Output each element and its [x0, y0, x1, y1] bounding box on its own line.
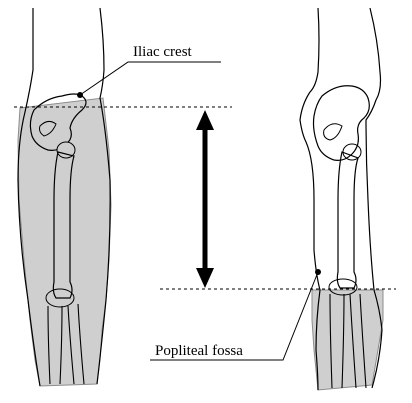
left-leg: [18, 8, 111, 386]
iliac-crest-label: Iliac crest: [133, 44, 193, 60]
popliteal-fossa-label: Popliteal fossa: [155, 343, 243, 359]
right-pelvis-inner: [324, 124, 342, 140]
right-leg: [300, 8, 383, 390]
arrow-head-up: [196, 110, 214, 130]
arrow-head-down: [196, 268, 214, 288]
right-lower-leg-shading: [312, 290, 383, 390]
iliac-crest-annotation: Iliac crest: [77, 44, 221, 98]
left-thigh-shading: [18, 98, 111, 386]
right-femur: [337, 152, 358, 288]
height-difference-arrow: [196, 110, 214, 288]
popliteal-fossa-annotation: Popliteal fossa: [150, 269, 321, 360]
